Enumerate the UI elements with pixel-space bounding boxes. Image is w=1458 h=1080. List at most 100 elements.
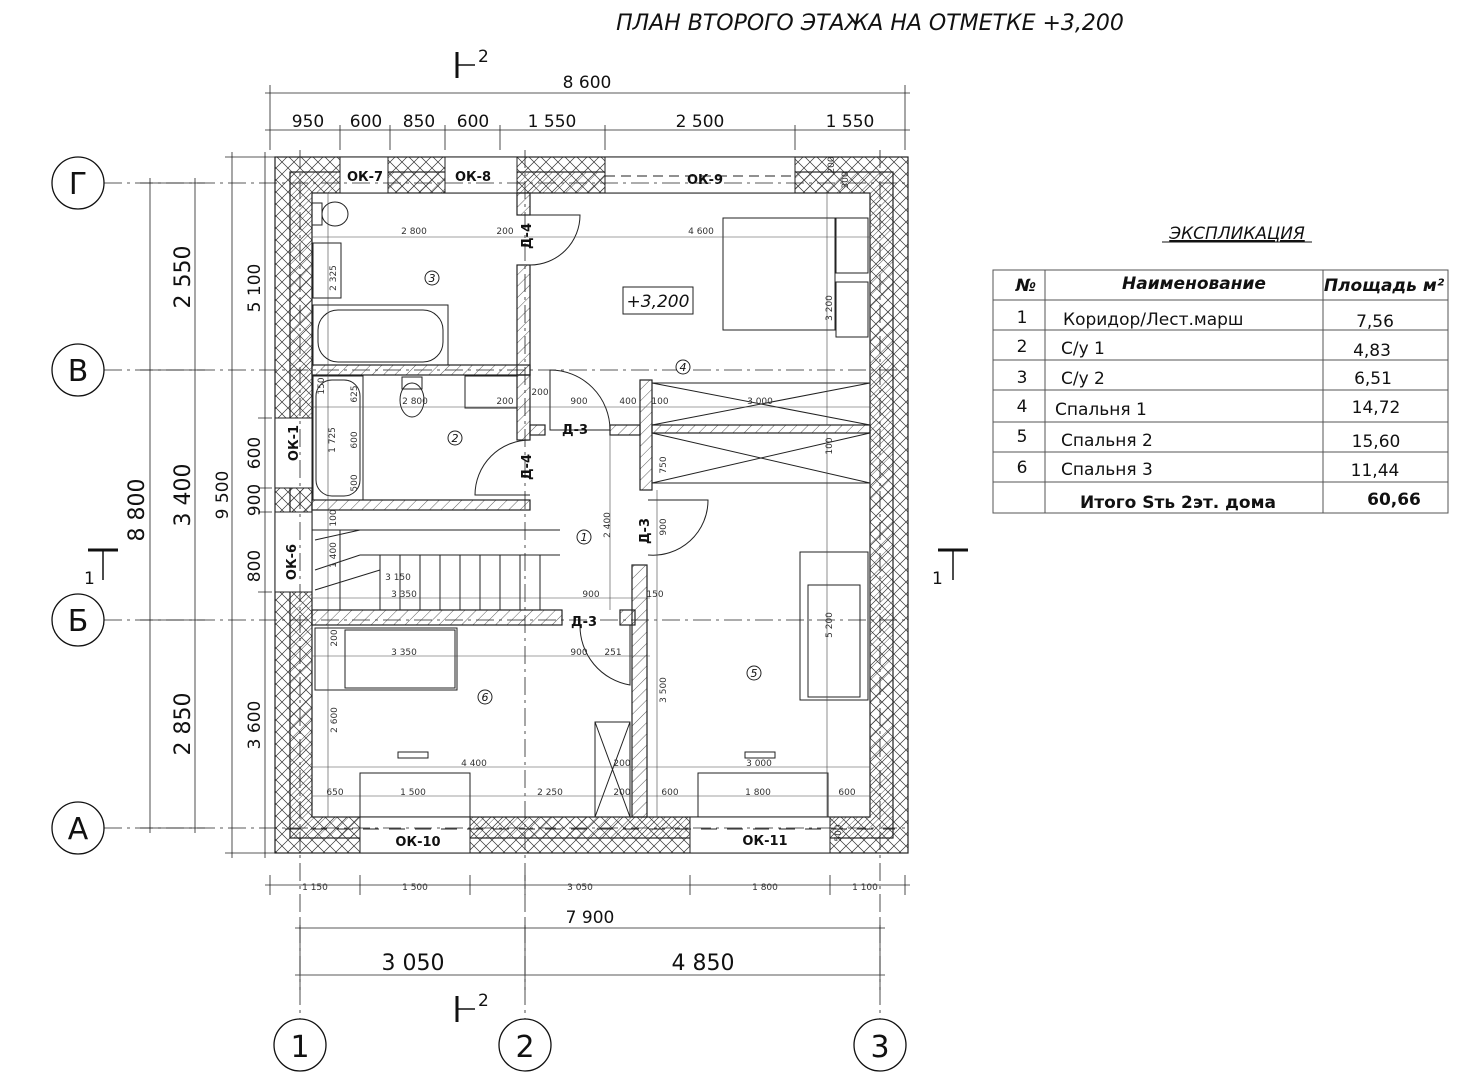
total-label: Итого Sть 2эт. дома <box>1080 493 1276 513</box>
dim-interior: 4 600 <box>688 227 714 237</box>
explication-title: ЭКСПЛИКАЦИЯ <box>1168 224 1305 244</box>
room-markers: 1 2 3 4 5 6 <box>424 270 762 705</box>
explication-table: ЭКСПЛИКАЦИЯ № Наименование Площадь м² 1 … <box>992 224 1449 514</box>
door-label: Д-4 <box>520 454 535 480</box>
dimension-lines <box>140 85 910 990</box>
dim-interior: 2 250 <box>537 788 563 798</box>
dim-interior: 2 800 <box>402 397 428 407</box>
table-row: 6 Спальня 3 11,44 <box>1017 458 1400 481</box>
grid-axes <box>104 150 905 1019</box>
axis-label-v: В <box>68 354 89 389</box>
dim-interior: 251 <box>604 648 621 658</box>
table-row: 1 Коридор/Лест.марш 7,56 <box>1017 308 1394 332</box>
row-num: 4 <box>1017 397 1028 417</box>
window-label: ОК-10 <box>395 835 440 850</box>
room-marker-2: 2 <box>452 432 459 445</box>
dim-interior: 3 200 <box>825 295 835 321</box>
dim-top: 950 <box>292 112 324 132</box>
dim-interior: 600 <box>350 431 360 448</box>
dim-interior: 300 <box>841 171 851 188</box>
dim-interior: 400 <box>619 397 636 407</box>
row-area: 11,44 <box>1351 461 1400 481</box>
table-row: 2 С/у 1 4,83 <box>1017 337 1391 361</box>
door-label: Д-4 <box>520 223 535 249</box>
dim-interior: 2 400 <box>603 512 613 538</box>
window-label: ОК-1 <box>287 425 302 461</box>
dim-top-total: 8 600 <box>563 73 612 93</box>
room-marker-6: 6 <box>482 691 489 704</box>
dim-interior: 200 <box>827 156 837 173</box>
dim-interior: 200 <box>496 227 513 237</box>
dim-interior: 200 <box>531 388 548 398</box>
section-mark-right: 1 <box>932 569 943 589</box>
dim-interior: 150 <box>317 377 327 394</box>
dim-bottom: 1 150 <box>302 883 328 893</box>
window-label: ОК-7 <box>347 170 383 185</box>
dim-interior: 1 800 <box>745 788 771 798</box>
dim-interior: 3 150 <box>385 573 411 583</box>
dim-interior: 5 200 <box>825 612 835 638</box>
row-axis-markers: Г В Б А <box>51 156 105 855</box>
elevation-mark: +3,200 <box>627 292 690 312</box>
section-marks <box>88 52 968 1022</box>
table-row: 4 Спальня 1 14,72 <box>1017 397 1401 420</box>
axis-label-2: 2 <box>515 1030 534 1065</box>
dim-interior: 1 725 <box>328 427 338 453</box>
axis-label-a: А <box>68 812 89 847</box>
dim-bottom-axes: 3 050 <box>382 951 445 976</box>
total-value: 60,66 <box>1367 490 1421 510</box>
dim-left-axes: 2 850 <box>171 693 196 756</box>
dim-interior: 200 <box>613 759 630 769</box>
window-label: ОК-11 <box>742 834 787 849</box>
dim-interior: 1 400 <box>329 542 339 568</box>
dim-interior: 200 <box>496 397 513 407</box>
dim-interior: 200 <box>613 788 630 798</box>
dim-interior: 100 <box>651 397 668 407</box>
dim-interior: 750 <box>659 456 669 473</box>
dim-left-total-axes: 8 800 <box>125 479 150 542</box>
dim-interior: 150 <box>646 590 663 600</box>
dim-left-total: 9 500 <box>213 471 233 520</box>
section-mark-top: 2 <box>478 47 489 67</box>
interior-dimensions: 2 800 200 4 600 2 325 3 200 200 900 400 … <box>317 156 856 841</box>
dim-top: 1 550 <box>826 112 875 132</box>
dim-interior: 100 <box>825 437 835 454</box>
dim-interior: 100 <box>329 509 339 526</box>
interior-dimension-lines <box>312 193 870 817</box>
row-area: 7,56 <box>1356 312 1394 332</box>
axis-label-g: Г <box>69 167 87 202</box>
header-num: № <box>1015 276 1036 296</box>
room-marker-4: 4 <box>680 361 687 374</box>
row-num: 1 <box>1017 308 1028 328</box>
dim-interior: 600 <box>661 788 678 798</box>
table-row: 5 Спальня 2 15,60 <box>1017 427 1401 452</box>
window-label: ОК-6 <box>285 544 300 580</box>
door-label: Д-3 <box>571 615 597 630</box>
room-marker-1: 1 <box>581 531 588 544</box>
row-name: Спальня 2 <box>1061 431 1153 451</box>
section-mark-bottom: 2 <box>478 991 489 1011</box>
axis-label-1: 1 <box>290 1030 309 1065</box>
dim-top: 1 550 <box>528 112 577 132</box>
row-area: 4,83 <box>1353 341 1391 361</box>
dim-interior: 1 500 <box>400 788 426 798</box>
dim-bottom-axes: 4 850 <box>672 951 735 976</box>
header-name: Наименование <box>1122 274 1266 294</box>
dim-interior: 3 350 <box>391 590 417 600</box>
dim-bottom: 1 800 <box>752 883 778 893</box>
exterior-walls <box>274 156 909 854</box>
dim-interior: 900 <box>570 648 587 658</box>
room-marker-5: 5 <box>751 667 758 680</box>
row-name: Спальня 3 <box>1061 460 1153 480</box>
door-label: Д-3 <box>638 518 653 544</box>
dim-interior: 500 <box>834 824 844 841</box>
dim-bottom: 1 500 <box>402 883 428 893</box>
windows <box>274 156 895 854</box>
door-swings <box>474 214 709 686</box>
dim-interior: 3 500 <box>659 677 669 703</box>
window-label: ОК-8 <box>455 170 491 185</box>
dim-interior: 2 800 <box>401 227 427 237</box>
dim-top: 850 <box>403 112 435 132</box>
window-label: ОК-9 <box>687 173 723 188</box>
dim-top: 600 <box>457 112 489 132</box>
